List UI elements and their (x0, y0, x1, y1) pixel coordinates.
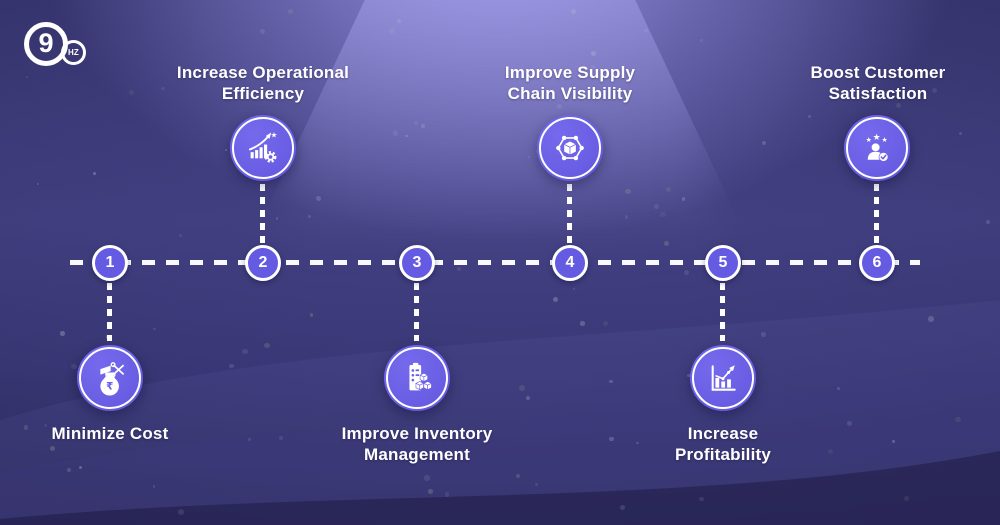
timeline-dashed-line (70, 260, 920, 265)
light-beam-decoration (285, 0, 715, 280)
growth-chart-gear-icon: ★ (248, 131, 278, 163)
node-number: 6 (872, 254, 882, 271)
node-number: 4 (565, 254, 575, 271)
node-number: 1 (105, 254, 115, 271)
milestone-label-5: Increase Profitability (674, 424, 772, 464)
icon-ring: ★ (232, 117, 294, 179)
ninehertz-logo: 9 HZ (24, 20, 94, 72)
logo-nine-circle: 9 (24, 22, 68, 66)
timeline-node-4: 4 (552, 245, 588, 281)
money-bag-scissors-icon: ₹ (100, 362, 124, 396)
milestone-icon-6: ★ ★ ★ (844, 115, 910, 181)
connector-line-2 (260, 184, 265, 243)
milestone-label-1: Minimize Cost (51, 424, 169, 443)
icon-ring: ★ ★ ★ (846, 117, 908, 179)
svg-text:★: ★ (881, 136, 887, 144)
node-number: 2 (258, 254, 268, 271)
logo-hz-text: HZ (67, 48, 80, 57)
connector-line-6 (874, 184, 879, 243)
logo-nine-text: 9 (38, 27, 54, 58)
timeline-node-3: 3 (399, 245, 435, 281)
logo-hz-circle: HZ (61, 40, 86, 65)
timeline-node-1: 1 (92, 245, 128, 281)
inventory-boxes-icon (409, 362, 433, 391)
connector-line-3 (414, 283, 419, 341)
timeline-node-6: 6 (859, 245, 895, 281)
icon-ring (386, 347, 448, 409)
bottom-waves-decoration (0, 300, 1000, 525)
svg-text:★: ★ (866, 136, 872, 144)
milestone-icon-5 (690, 345, 756, 411)
milestone-label-3: Improve Inventory Management (341, 424, 493, 464)
customer-stars-check-icon: ★ ★ ★ (866, 133, 889, 162)
milestone-label-4: Improve Supply Chain Visibility (504, 63, 636, 103)
timeline-node-2: 2 (245, 245, 281, 281)
node-number: 3 (412, 254, 422, 271)
svg-text:★: ★ (271, 131, 278, 140)
icon-ring (539, 117, 601, 179)
profit-chart-icon (711, 365, 736, 391)
milestone-icon-1: ₹ (77, 345, 143, 411)
milestone-icon-2: ★ (230, 115, 296, 181)
connector-line-1 (107, 283, 112, 341)
milestone-label-2: Increase Operational Efficiency (176, 63, 350, 103)
milestone-label-6: Boost Customer Satisfaction (810, 63, 946, 103)
connector-line-5 (720, 283, 725, 341)
icon-ring (692, 347, 754, 409)
timeline-node-5: 5 (705, 245, 741, 281)
icon-ring: ₹ (79, 347, 141, 409)
connector-line-4 (567, 184, 572, 243)
svg-text:★: ★ (873, 133, 881, 143)
node-number: 5 (718, 254, 728, 271)
milestone-icon-3 (384, 345, 450, 411)
network-cube-icon (556, 135, 584, 161)
milestone-icon-4 (537, 115, 603, 181)
svg-text:₹: ₹ (106, 381, 113, 393)
